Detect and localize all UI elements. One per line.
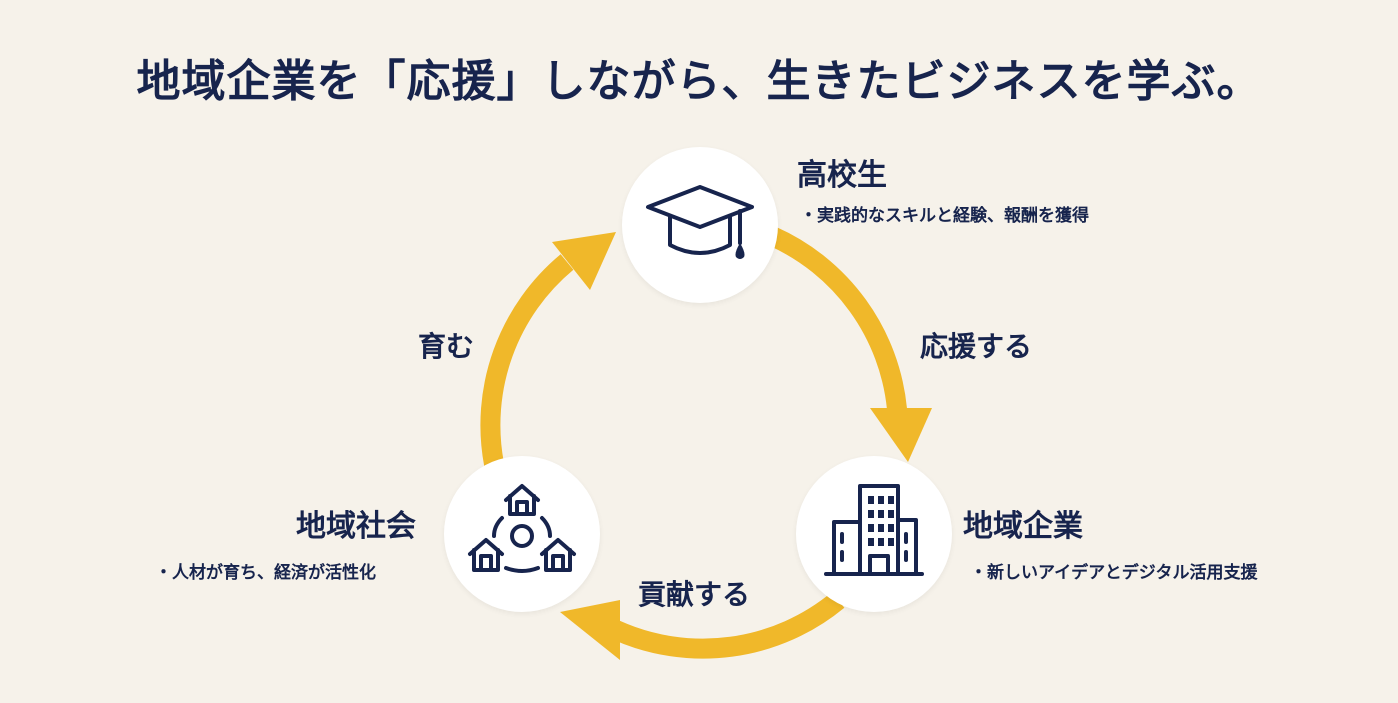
node-community [444, 456, 600, 612]
arrowhead-company [870, 408, 932, 462]
node-company-description: ・新しいアイデアとデジタル活用支援 [970, 563, 1258, 583]
edge-label-community-to-student: 育む [418, 330, 475, 363]
page-title: 地域企業を「応援」しながら、生きたビジネスを学ぶ。 [136, 56, 1262, 107]
node-student-description: ・実践的なスキルと経験、報酬を獲得 [800, 206, 1089, 226]
node-student [622, 147, 778, 303]
arrow-student-to-company [767, 226, 907, 411]
community-houses-icon [468, 484, 576, 573]
office-building-icon [824, 484, 924, 576]
arrowhead-student [552, 232, 616, 290]
node-community-description: ・人材が育ち、経済が活性化 [155, 563, 376, 583]
edge-label-student-to-company: 応援する [920, 330, 1033, 363]
edge-label-company-to-community: 貢献する [638, 578, 751, 611]
node-company [796, 456, 952, 612]
node-student-title: 高校生 [797, 158, 887, 193]
arrowhead-community [560, 600, 620, 660]
graduation-cap-icon [646, 185, 754, 259]
node-company-title: 地域企業 [963, 509, 1083, 544]
arrow-company-to-community [611, 592, 845, 659]
node-community-title: 地域社会 [296, 509, 416, 544]
arrow-community-to-student [480, 254, 574, 466]
